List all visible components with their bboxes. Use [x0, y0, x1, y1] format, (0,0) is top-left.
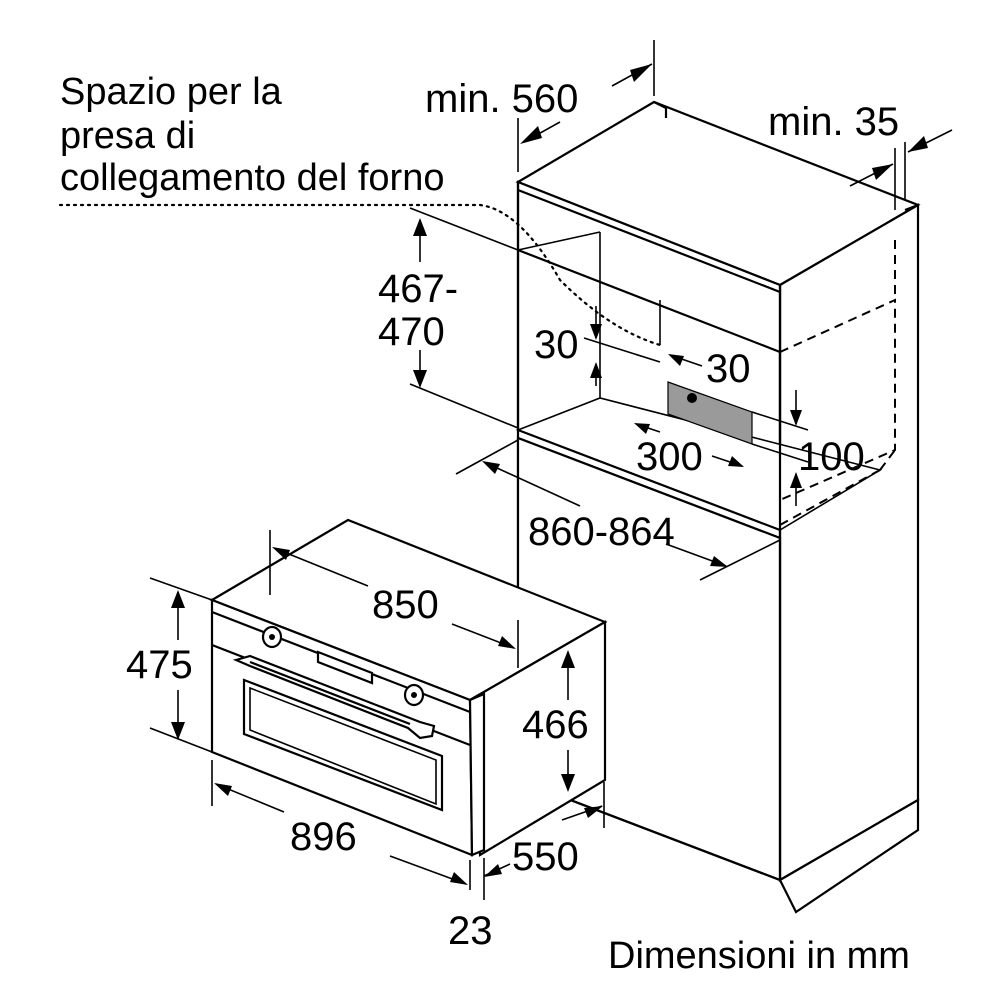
cabinet	[515, 100, 921, 914]
dim-niche-height-line2: 470	[378, 310, 445, 354]
dim-niche-depth: 860-864	[528, 510, 675, 554]
note-line-2: presa di	[60, 115, 195, 157]
cabinet-right-side	[778, 203, 920, 882]
dim-oven-width: 850	[372, 583, 439, 627]
dim-niche-height-line1: 467-	[378, 267, 458, 311]
dim-socket-width: 300	[636, 435, 703, 479]
display-panel	[316, 650, 374, 685]
dim-oven-depth: 550	[512, 835, 579, 879]
dim-socket-offset-left: 30	[534, 323, 579, 367]
hidden-edges	[779, 298, 896, 501]
footer-units: Dimensioni in mm	[608, 935, 910, 977]
dim-oven-body-height: 466	[522, 703, 589, 747]
note-line-3: collegamento del forno	[60, 157, 444, 199]
note-line-1: Spazio per la	[60, 71, 283, 113]
dim-socket-offset-right: 30	[706, 347, 751, 391]
dim-niche-width-min: min. 560	[425, 77, 578, 121]
note-leader-line	[58, 203, 662, 347]
oven	[209, 518, 608, 857]
socket-point	[687, 393, 697, 403]
dim-side-gap-min: min. 35	[768, 100, 899, 144]
oven-front-edge	[468, 692, 486, 857]
cabinet-plinth	[778, 798, 920, 914]
door-window	[242, 678, 444, 812]
dim-oven-front-height: 475	[126, 643, 193, 687]
dim-oven-front-width: 896	[290, 815, 357, 859]
dim-front-thickness: 23	[448, 909, 493, 953]
dim-socket-height: 100	[798, 435, 865, 479]
